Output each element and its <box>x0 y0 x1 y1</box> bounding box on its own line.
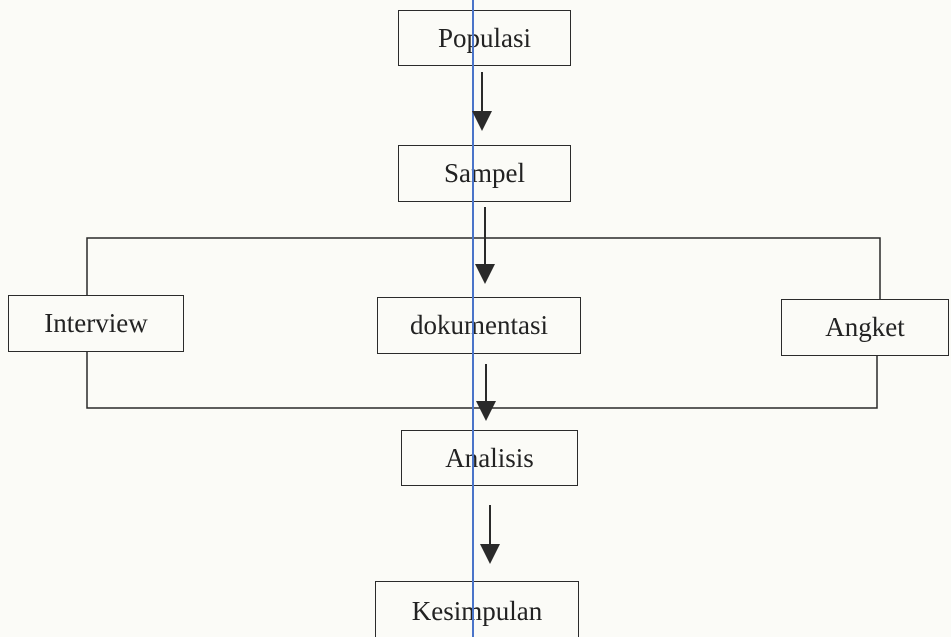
arrow-populasi-sampel-shaft <box>481 72 483 112</box>
arrow-populasi-sampel-head <box>472 111 492 131</box>
node-analisis: Analisis <box>401 430 578 486</box>
node-sampel-label: Sampel <box>444 158 525 188</box>
bottom-bracket-line <box>86 352 878 409</box>
node-analisis-label: Analisis <box>445 442 534 473</box>
node-dokumentasi: dokumentasi <box>377 297 581 354</box>
arrow-sampel-dokumentasi-head <box>475 264 495 284</box>
node-populasi-label: Populasi <box>437 22 531 53</box>
node-angket: Angket <box>781 299 949 356</box>
node-kesimpulan: Kesimpulan <box>375 581 579 637</box>
arrow-dokumentasi-analisis-head <box>476 401 496 421</box>
arrow-dokumentasi-analisis-shaft <box>485 364 487 402</box>
vertical-guide-line <box>472 0 474 637</box>
arrow-analisis-kesimpulan-head <box>480 544 500 564</box>
arrow-sampel-dokumentasi-shaft <box>484 207 486 265</box>
arrow-analisis-kesimpulan-shaft <box>489 505 491 545</box>
node-populasi: Populasi <box>398 10 571 66</box>
node-angket-label: Angket <box>825 312 905 342</box>
node-interview-label: Interview <box>44 308 148 338</box>
node-interview: Interview <box>8 295 184 352</box>
top-bracket-line <box>86 237 881 300</box>
node-kesimpulan-label: Kesimpulan <box>411 595 543 626</box>
node-dokumentasi-label: dokumentasi <box>410 310 548 340</box>
node-sampel: Sampel <box>398 145 571 202</box>
